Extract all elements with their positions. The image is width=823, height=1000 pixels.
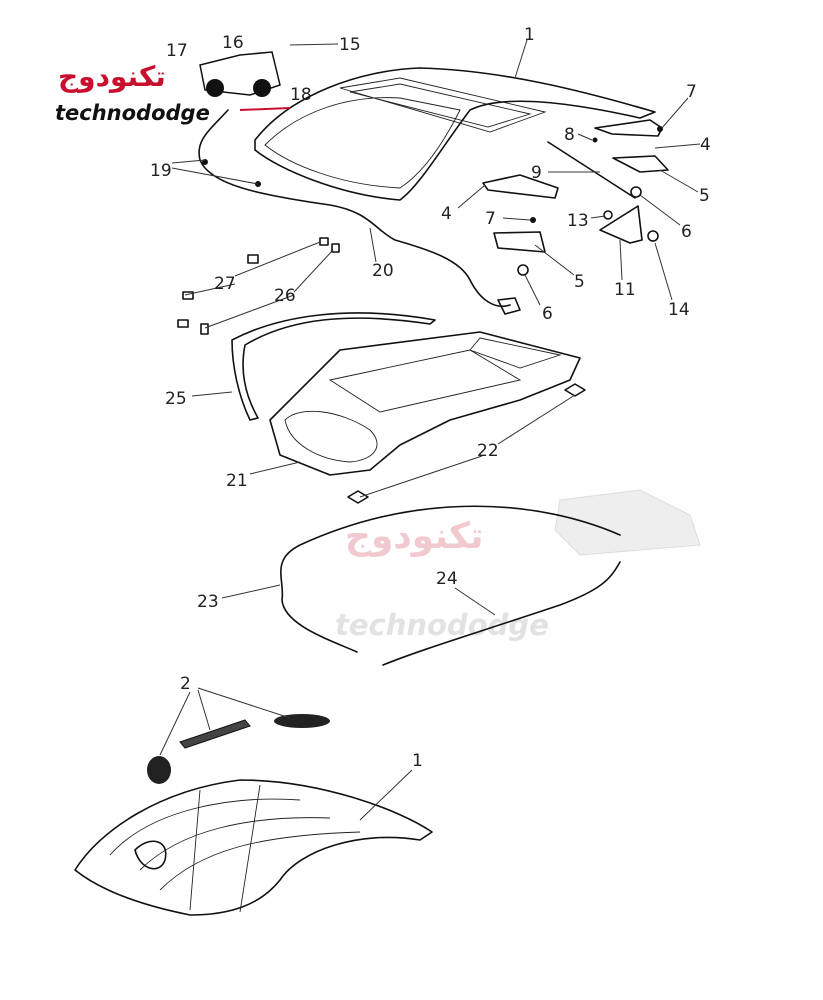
callout-1-lower: 1 xyxy=(412,751,423,771)
callout-6-lower: 6 xyxy=(542,304,553,324)
scoop-cover xyxy=(274,714,330,728)
logo-arabic: تكنودوج xyxy=(58,60,166,94)
fastener xyxy=(564,383,586,397)
callout-9: 9 xyxy=(531,163,542,183)
callout-4-left: 4 xyxy=(441,204,452,224)
callout-19: 19 xyxy=(150,161,172,181)
fastener xyxy=(347,490,369,504)
callout-11: 11 xyxy=(614,280,636,300)
callout-2: 2 xyxy=(180,674,191,694)
callout-21: 21 xyxy=(226,471,248,491)
callout-27: 27 xyxy=(214,274,236,294)
watermark-latin: technododge xyxy=(335,608,549,642)
hood-panel xyxy=(254,67,656,201)
technododge-logo: تكنودوج technododge xyxy=(55,51,291,125)
release-cable xyxy=(198,109,511,307)
callout-7: 7 xyxy=(686,82,697,102)
watermark-arabic: تكنودوج xyxy=(345,516,484,557)
callout-14: 14 xyxy=(668,300,690,320)
logo-latin: technododge xyxy=(55,101,210,125)
watermark-jeep-icon xyxy=(554,489,701,556)
callout-8: 8 xyxy=(564,125,575,145)
leader-lines xyxy=(159,39,701,821)
callout-16: 16 xyxy=(222,33,244,53)
hood-insulator xyxy=(269,331,581,476)
weatherstrip-23 xyxy=(280,505,621,653)
cable-handle xyxy=(497,297,521,315)
callout-26: 26 xyxy=(274,286,296,306)
hinge-parts xyxy=(482,119,669,276)
callout-25: 25 xyxy=(165,389,187,409)
seal-strip xyxy=(231,312,436,421)
hood-assembly-lower xyxy=(74,779,433,916)
scoop-insert xyxy=(147,756,171,784)
scoop-trim xyxy=(179,719,251,749)
callout-17: 17 xyxy=(166,41,188,61)
callout-23: 23 xyxy=(197,592,219,612)
callout-1-upper: 1 xyxy=(524,25,535,45)
callout-22: 22 xyxy=(477,441,499,461)
weatherstrip-24 xyxy=(382,561,621,666)
callout-4: 4 xyxy=(700,135,711,155)
callout-13: 13 xyxy=(567,211,589,231)
callout-15: 15 xyxy=(339,35,361,55)
callout-20: 20 xyxy=(372,261,394,281)
callout-6: 6 xyxy=(681,222,692,242)
callout-24: 24 xyxy=(436,569,458,589)
callout-5-lower: 5 xyxy=(574,272,585,292)
callout-18: 18 xyxy=(290,85,312,105)
callout-7-lower: 7 xyxy=(485,209,496,229)
callouts: 1 7 4 8 9 5 6 4 7 13 5 6 11 14 17 16 15 … xyxy=(150,25,711,771)
callout-5: 5 xyxy=(699,186,710,206)
watermark: تكنودوج technododge xyxy=(335,489,701,642)
